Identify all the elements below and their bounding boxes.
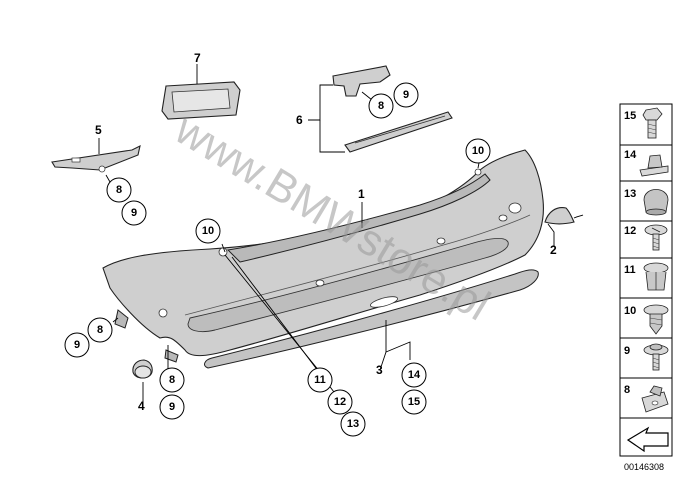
legend-number-15: 15 [624, 110, 636, 122]
callout-15[interactable]: 15 [401, 389, 427, 415]
callout-8-lower[interactable]: 8 [159, 367, 185, 393]
legend-item-15[interactable]: 15 [624, 107, 663, 139]
callout-8-lower-text: 8 [169, 374, 175, 386]
part-label-4: 4 [138, 399, 145, 413]
legend-number-14: 14 [624, 149, 637, 161]
clip-nut-icon [639, 154, 669, 177]
part-label-7: 7 [194, 51, 201, 65]
callout-10-left-text: 10 [202, 225, 214, 237]
part-label-6: 6 [296, 113, 303, 127]
callout-9-left-upper[interactable]: 9 [121, 200, 147, 226]
legend-number-10: 10 [624, 305, 636, 317]
callout-8-left-upper-text: 8 [116, 184, 122, 196]
legend-item-9[interactable]: 9 [624, 343, 669, 371]
bracket-upper[interactable] [332, 65, 391, 97]
part-label-3: 3 [376, 363, 383, 377]
rivet-clip-icon [643, 304, 669, 335]
legend-item-12[interactable]: 12 [624, 224, 668, 251]
legend-item-11[interactable]: 11 [624, 262, 669, 291]
legend-item-8[interactable]: 8 [624, 384, 669, 413]
callout-11[interactable]: 11 [307, 367, 333, 393]
part-label-5: 5 [95, 123, 102, 137]
legend-number-11: 11 [624, 264, 636, 276]
expanding-nut-icon [643, 262, 669, 291]
callout-9-left[interactable]: 9 [64, 332, 90, 358]
part-label-2: 2 [550, 243, 557, 257]
legend-item-10[interactable]: 10 [624, 304, 669, 335]
callout-10-left[interactable]: 10 [195, 218, 221, 244]
callout-8-left-text: 8 [97, 324, 103, 336]
callout-14[interactable]: 14 [401, 362, 427, 388]
legend-item-13[interactable]: 13 [624, 188, 669, 216]
sensor-holder[interactable] [132, 359, 153, 379]
callout-11-text: 11 [314, 374, 326, 386]
callout-9-upper-text: 9 [403, 89, 409, 101]
callout-14-text: 14 [408, 369, 421, 381]
direction-arrow-icon [626, 426, 669, 453]
callout-10-top-text: 10 [472, 145, 484, 157]
callout-9-left-text: 9 [74, 339, 80, 351]
legend-number-13: 13 [624, 188, 636, 200]
legend-number-9: 9 [624, 345, 630, 357]
callout-9-lower[interactable]: 9 [159, 394, 185, 420]
screw-icon [644, 224, 668, 251]
part-label-1: 1 [358, 187, 365, 201]
legend-item-14[interactable]: 14 [624, 149, 669, 177]
hex-bolt-icon [642, 107, 663, 139]
callout-9-upper[interactable]: 9 [393, 82, 419, 108]
bumper-bracket-left[interactable] [51, 144, 141, 173]
bracket-lower-rail[interactable] [344, 111, 453, 153]
callout-8-left-upper[interactable]: 8 [106, 177, 132, 203]
spring-nut-icon [641, 385, 669, 413]
tow-hook-cover[interactable] [544, 207, 584, 225]
callout-8-upper[interactable]: 8 [368, 93, 394, 119]
license-plate-light[interactable] [161, 81, 241, 120]
legend-number-8: 8 [624, 384, 630, 396]
callout-8-upper-text: 8 [378, 100, 384, 112]
legend-number-12: 12 [624, 225, 636, 237]
callout-13[interactable]: 13 [340, 411, 366, 437]
callout-9-left-upper-text: 9 [131, 207, 137, 219]
callout-9-lower-text: 9 [169, 401, 175, 413]
plug-cap-icon [643, 189, 669, 216]
callout-8-left[interactable]: 8 [87, 317, 113, 343]
washer-screw-icon [643, 343, 669, 371]
callout-10-top[interactable]: 10 [465, 138, 491, 164]
callout-12-text: 12 [334, 396, 346, 408]
fastener-legend: 15 14 13 12 [619, 103, 673, 457]
bumper-trim-strip[interactable] [204, 269, 539, 369]
callout-12[interactable]: 12 [327, 389, 353, 415]
callout-13-text: 13 [347, 418, 359, 430]
diagram-reference-number: 00146308 [624, 462, 664, 472]
callout-15-text: 15 [408, 396, 420, 408]
